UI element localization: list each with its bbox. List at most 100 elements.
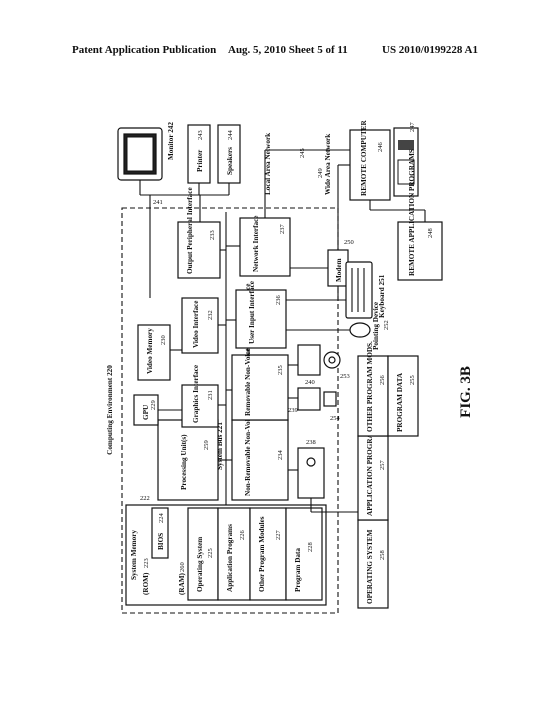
speakers-ref: 244 [227,130,234,141]
hard-disk-icon [297,447,325,499]
user-input-interface-label: User Input Interface [248,281,256,344]
ram-other-block [249,507,287,601]
video-interface-block [181,297,219,354]
nonremovable-interface-ref: 234 [277,450,284,461]
bios-ref: 224 [158,513,165,524]
wan-ref: 249 [317,168,324,178]
video-memory-block [137,324,171,381]
bios-label: BIOS [157,533,165,550]
remote-apps-ref: 248 [427,228,434,238]
storage-data-block-visible [387,355,419,437]
ram-apps-label: Application Programs [226,524,234,592]
output-interface-label-line: Output Peripheral Interface [186,187,194,274]
graphics-interface-label: Graphics Interface [192,365,200,423]
storage-os-label: OPERATING SYSTEM [366,529,374,604]
removable-interface-block [231,354,289,421]
ram-os-ref: 225 [207,548,214,558]
remote-computer-label: REMOTE COMPUTER [360,120,368,196]
user-input-interface-block [235,289,287,349]
ram-other-ref: 227 [275,530,282,541]
ref-241: 241 [153,199,163,206]
header-date-sheet: Aug. 5, 2010 Sheet 5 of 11 [228,44,348,56]
video-interface-label: Video Interface [192,301,200,348]
lan-ref: 245 [299,148,306,158]
ram-os-label: Operating System [196,537,204,592]
removable-interface-ref: 235 [277,365,284,375]
computing-environment-boundary [121,207,339,614]
speakers-label: Speakers [226,147,234,175]
bios-block [151,507,169,559]
computing-environment-title: Computing Environment 220 [106,365,114,455]
printer-ref: 243 [197,130,204,140]
ref-239: 239 [288,407,298,414]
system-bus-label: System Bus 221 [216,422,224,470]
gpu-ref: 229 [150,400,157,410]
rom-ref: 223 [143,558,150,568]
ref-247: 247 [409,122,416,133]
floppy-drive-icon [297,387,321,411]
keyboard-label: Keyboard 251 [378,274,386,318]
monitor-label: Monitor 242 [167,122,175,160]
printer-label: Printer [196,149,204,172]
video-memory-ref: 230 [160,335,167,345]
storage-data-ref: 255 [409,375,416,385]
ram-other-label: Other Program Modules [258,516,266,592]
nonremovable-interface-block [231,419,289,501]
storage-os-block [357,519,389,609]
remote-apps-label: REMOTE APPLICATION PROGRAMS [408,149,416,276]
modem-label: Modem [335,258,343,282]
processing-unit-block [157,419,219,501]
storage-apps-label: APPLICATION PROGRAMS [366,422,374,516]
pointing-device-ref: 252 [383,320,390,330]
graphics-interface-block [181,384,219,428]
remote-apps-block [397,221,443,281]
ram-data-ref: 228 [307,542,314,552]
figure-label: FIG. 3B [458,366,474,418]
storage-other-block [357,355,389,437]
ref-238: 238 [306,439,316,446]
ram-os-block [187,507,219,601]
ram-apps-ref: 226 [239,530,246,541]
processing-unit-label: Processing Unit(s) [180,434,188,490]
output-interface-block [177,221,221,279]
system-memory-ref: 222 [140,495,150,502]
rom-label: (ROM) [142,572,150,595]
mouse-icon [349,322,371,338]
network-interface-label: Network Interface [252,216,260,272]
remote-computer-ref: 246 [377,142,384,153]
ref-254: 254 [330,415,341,422]
floppy-disk-icon [323,391,337,407]
system-memory-title: System Memory [130,530,138,581]
gpu-block [133,394,159,426]
ram-data-block [285,507,323,601]
ram-data-label: Program Data [294,548,302,592]
gpu-label: GPU [142,404,150,420]
optical-drive-icon [297,344,321,376]
header-publication-type: Patent Application Publication [72,44,217,56]
storage-apps-block [357,435,389,521]
ram-ref: 260 [179,562,186,572]
lan-label: Local Area Network [264,133,272,195]
video-interface-ref: 232 [207,310,214,320]
ram-apps-block [217,507,251,601]
storage-other-ref: 256 [379,375,386,386]
wan-label: Wide Area Network [324,134,332,195]
graphics-interface-ref: 231 [207,390,214,400]
ref-240: 240 [305,379,315,386]
ram-label: (RAM) [178,572,186,595]
remote-computer-block [349,129,391,201]
storage-os-ref: 258 [379,550,386,560]
nonremovable-interface-label: Non-Removable Non-Volatile Memory Interf… [244,348,252,496]
video-memory-label: Video Memory [146,328,154,374]
removable-interface-label: Removable Non-Volatile Memory Interface [244,284,252,416]
modem-ref: 250 [344,239,354,246]
processing-unit-ref: 259 [203,440,210,450]
storage-data-label: PROGRAM DATA [396,372,404,432]
network-interface-ref: 237 [279,224,286,235]
ref-253: 253 [340,373,350,380]
storage-other-label: OTHER PROGRAM MODS. [366,341,374,432]
user-input-interface-ref: 236 [275,295,282,306]
keyboard-icon [345,261,373,319]
pointing-device-label: Pointing Device [372,302,380,350]
